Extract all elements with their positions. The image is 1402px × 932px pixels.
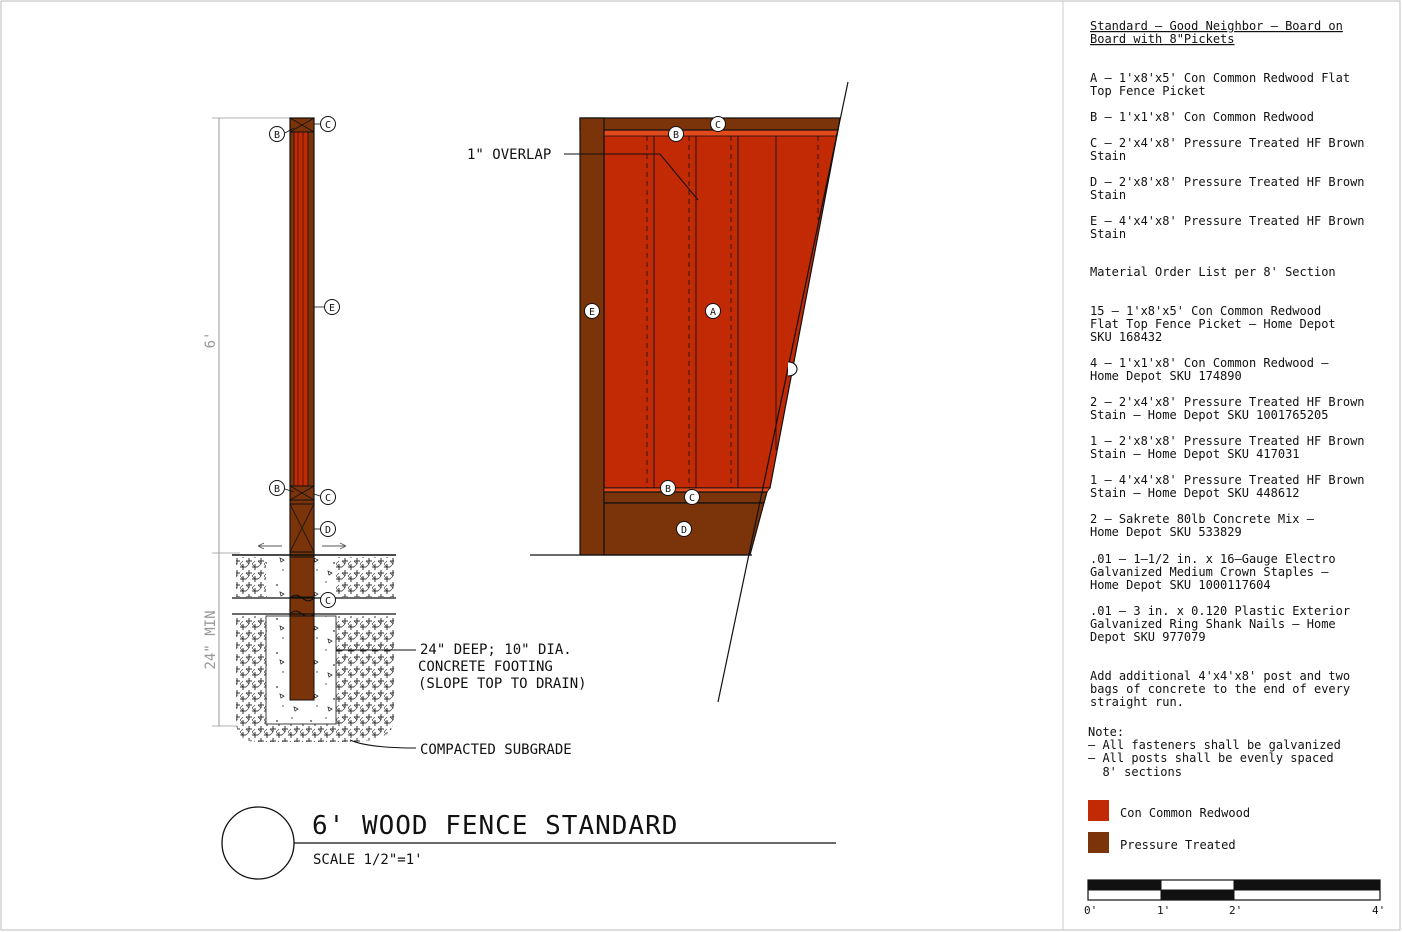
note-line-3: 8' sections: [1088, 765, 1182, 779]
svg-text:C: C: [325, 493, 331, 504]
order-item-2-line-2: Home Depot SKU 174890: [1090, 369, 1242, 383]
callout-c-elev-top: C: [710, 116, 726, 132]
detail-bubble: [221, 806, 295, 880]
additional-line-3: straight run.: [1090, 695, 1184, 709]
scale-bar: 0' 1' 2' 4': [1084, 879, 1385, 917]
callout-b-elev-bottom: B: [660, 480, 676, 496]
legend-swatch-pressure-treated: [1088, 832, 1109, 853]
callout-c-elev-bottom: C: [684, 489, 700, 505]
part-a-line-1: A – 1'x8'x5' Con Common Redwood Flat: [1090, 71, 1350, 85]
callout-d-section: D: [314, 521, 336, 537]
svg-text:B: B: [274, 130, 280, 141]
legend-label-pressure-treated: Pressure Treated: [1120, 838, 1236, 852]
callout-a-elev: A: [705, 303, 721, 319]
order-item-3-line-1: 2 – 2'x4'x8' Pressure Treated HF Brown: [1090, 395, 1365, 409]
order-item-5-line-2: Stain – Home Depot SKU 448612: [1090, 486, 1300, 500]
spec-header-line-2: Board with 8"Pickets: [1090, 32, 1235, 46]
order-item-3-line-2: Stain – Home Depot SKU 1001765205: [1090, 408, 1328, 422]
svg-text:A: A: [710, 307, 716, 318]
part-d-line-1: D – 2'x8'x8' Pressure Treated HF Brown: [1090, 175, 1365, 189]
elevation-view: 1" OVERLAP C B E A B C D: [467, 81, 849, 703]
part-c-line-2: Stain: [1090, 149, 1126, 163]
order-item-8-line-3: Depot SKU 977079: [1090, 630, 1206, 644]
order-item-4-line-2: Stain – Home Depot SKU 417031: [1090, 447, 1300, 461]
spec-panel: Standard – Good Neighbor – Board on Boar…: [1084, 19, 1385, 917]
footing-note-line-3: (SLOPE TOP TO DRAIN): [418, 676, 587, 692]
part-c-line-1: C – 2'x4'x8' Pressure Treated HF Brown: [1090, 136, 1365, 150]
svg-text:E: E: [329, 303, 335, 314]
callout-e-elev: E: [584, 303, 600, 319]
order-item-1-line-2: Flat Top Fence Picket – Home Depot: [1090, 317, 1336, 331]
elevation-post: [579, 117, 605, 556]
subgrade-note: COMPACTED SUBGRADE: [420, 742, 572, 758]
additional-line-2: bags of concrete to the end of every: [1090, 682, 1350, 696]
svg-text:C: C: [689, 493, 695, 504]
order-item-4-line-1: 1 – 2'x8'x8' Pressure Treated HF Brown: [1090, 434, 1365, 448]
part-a-line-2: Top Fence Picket: [1090, 84, 1206, 98]
svg-text:B: B: [665, 484, 671, 495]
svg-text:C: C: [715, 120, 721, 131]
overlap-label: 1" OVERLAP: [467, 147, 551, 163]
callout-c-footing: C: [320, 592, 336, 608]
footing-note-line-1: 24" DEEP; 10" DIA.: [420, 642, 572, 658]
callout-c-bottom: C: [313, 489, 336, 505]
callout-c-top: C: [314, 116, 336, 132]
order-heading: Material Order List per 8' Section: [1090, 265, 1336, 279]
additional-line-1: Add additional 4'x4'x8' post and two: [1090, 669, 1350, 683]
legend-label-redwood: Con Common Redwood: [1120, 806, 1250, 820]
svg-text:B: B: [274, 484, 280, 495]
note-line-2: – All posts shall be evenly spaced: [1088, 751, 1334, 765]
order-item-8-line-1: .01 – 3 in. x 0.120 Plastic Exterior: [1090, 604, 1350, 618]
scale-label-4: 4': [1372, 904, 1385, 917]
drawing-title-block: 6' WOOD FENCE STANDARD SCALE 1/2"=1': [221, 806, 836, 880]
spec-header-line-1: Standard – Good Neighbor – Board on: [1090, 19, 1343, 33]
order-item-7-line-1: .01 – 1–1/2 in. x 16–Gauge Electro: [1090, 552, 1336, 566]
legend-swatch-redwood: [1088, 800, 1109, 821]
svg-text:E: E: [589, 307, 595, 318]
callout-e-section: E: [314, 299, 340, 315]
svg-text:B: B: [673, 130, 679, 141]
scale-label-0: 0': [1084, 904, 1097, 917]
svg-text:C: C: [325, 120, 331, 131]
order-item-2-line-1: 4 – 1'x1'x8' Con Common Redwood –: [1090, 356, 1329, 370]
part-e-line-1: E – 4'x4'x8' Pressure Treated HF Brown: [1090, 214, 1365, 228]
footing-note-line-2: CONCRETE FOOTING: [418, 659, 553, 675]
note-line-1: – All fasteners shall be galvanized: [1088, 738, 1341, 752]
order-item-7-line-2: Galvanized Medium Crown Staples –: [1090, 565, 1329, 579]
order-item-7-line-3: Home Depot SKU 1000117604: [1090, 578, 1271, 592]
drawing-scale: SCALE 1/2"=1': [313, 852, 423, 868]
part-d-line-2: Stain: [1090, 188, 1126, 202]
part-b-line-1: B – 1'x1'x8' Con Common Redwood: [1090, 110, 1314, 124]
post-in-footing: [289, 615, 315, 701]
scale-label-1: 1': [1157, 904, 1170, 917]
part-e-line-2: Stain: [1090, 227, 1126, 241]
svg-text:D: D: [681, 525, 687, 536]
note-heading: Note:: [1088, 725, 1124, 739]
callout-b-bottom: B: [269, 480, 295, 496]
callout-b-top: B: [269, 126, 295, 142]
order-item-6-line-1: 2 – Sakrete 80lb Concrete Mix –: [1090, 512, 1315, 526]
order-item-5-line-1: 1 – 4'x4'x8' Pressure Treated HF Brown: [1090, 473, 1365, 487]
order-item-1-line-3: SKU 168432: [1090, 330, 1162, 344]
section-pickets: [293, 131, 309, 487]
svg-text:D: D: [325, 525, 331, 536]
section-view: 6' 24" MIN: [203, 116, 587, 758]
scale-label-2: 2': [1229, 904, 1242, 917]
drawing-title: 6' WOOD FENCE STANDARD: [312, 811, 678, 841]
order-item-6-line-2: Home Depot SKU 533829: [1090, 525, 1242, 539]
height-dimension: 6': [203, 332, 219, 349]
svg-text:C: C: [325, 596, 331, 607]
depth-dimension: 24" MIN: [203, 610, 219, 669]
order-item-8-line-2: Galvanized Ring Shank Nails – Home: [1090, 617, 1336, 631]
order-item-1-line-1: 15 – 1'x8'x5' Con Common Redwood: [1090, 304, 1321, 318]
elevation-pickets: [603, 129, 839, 489]
callout-b-elev-top: B: [668, 126, 684, 142]
callout-d-elev: D: [676, 521, 692, 537]
